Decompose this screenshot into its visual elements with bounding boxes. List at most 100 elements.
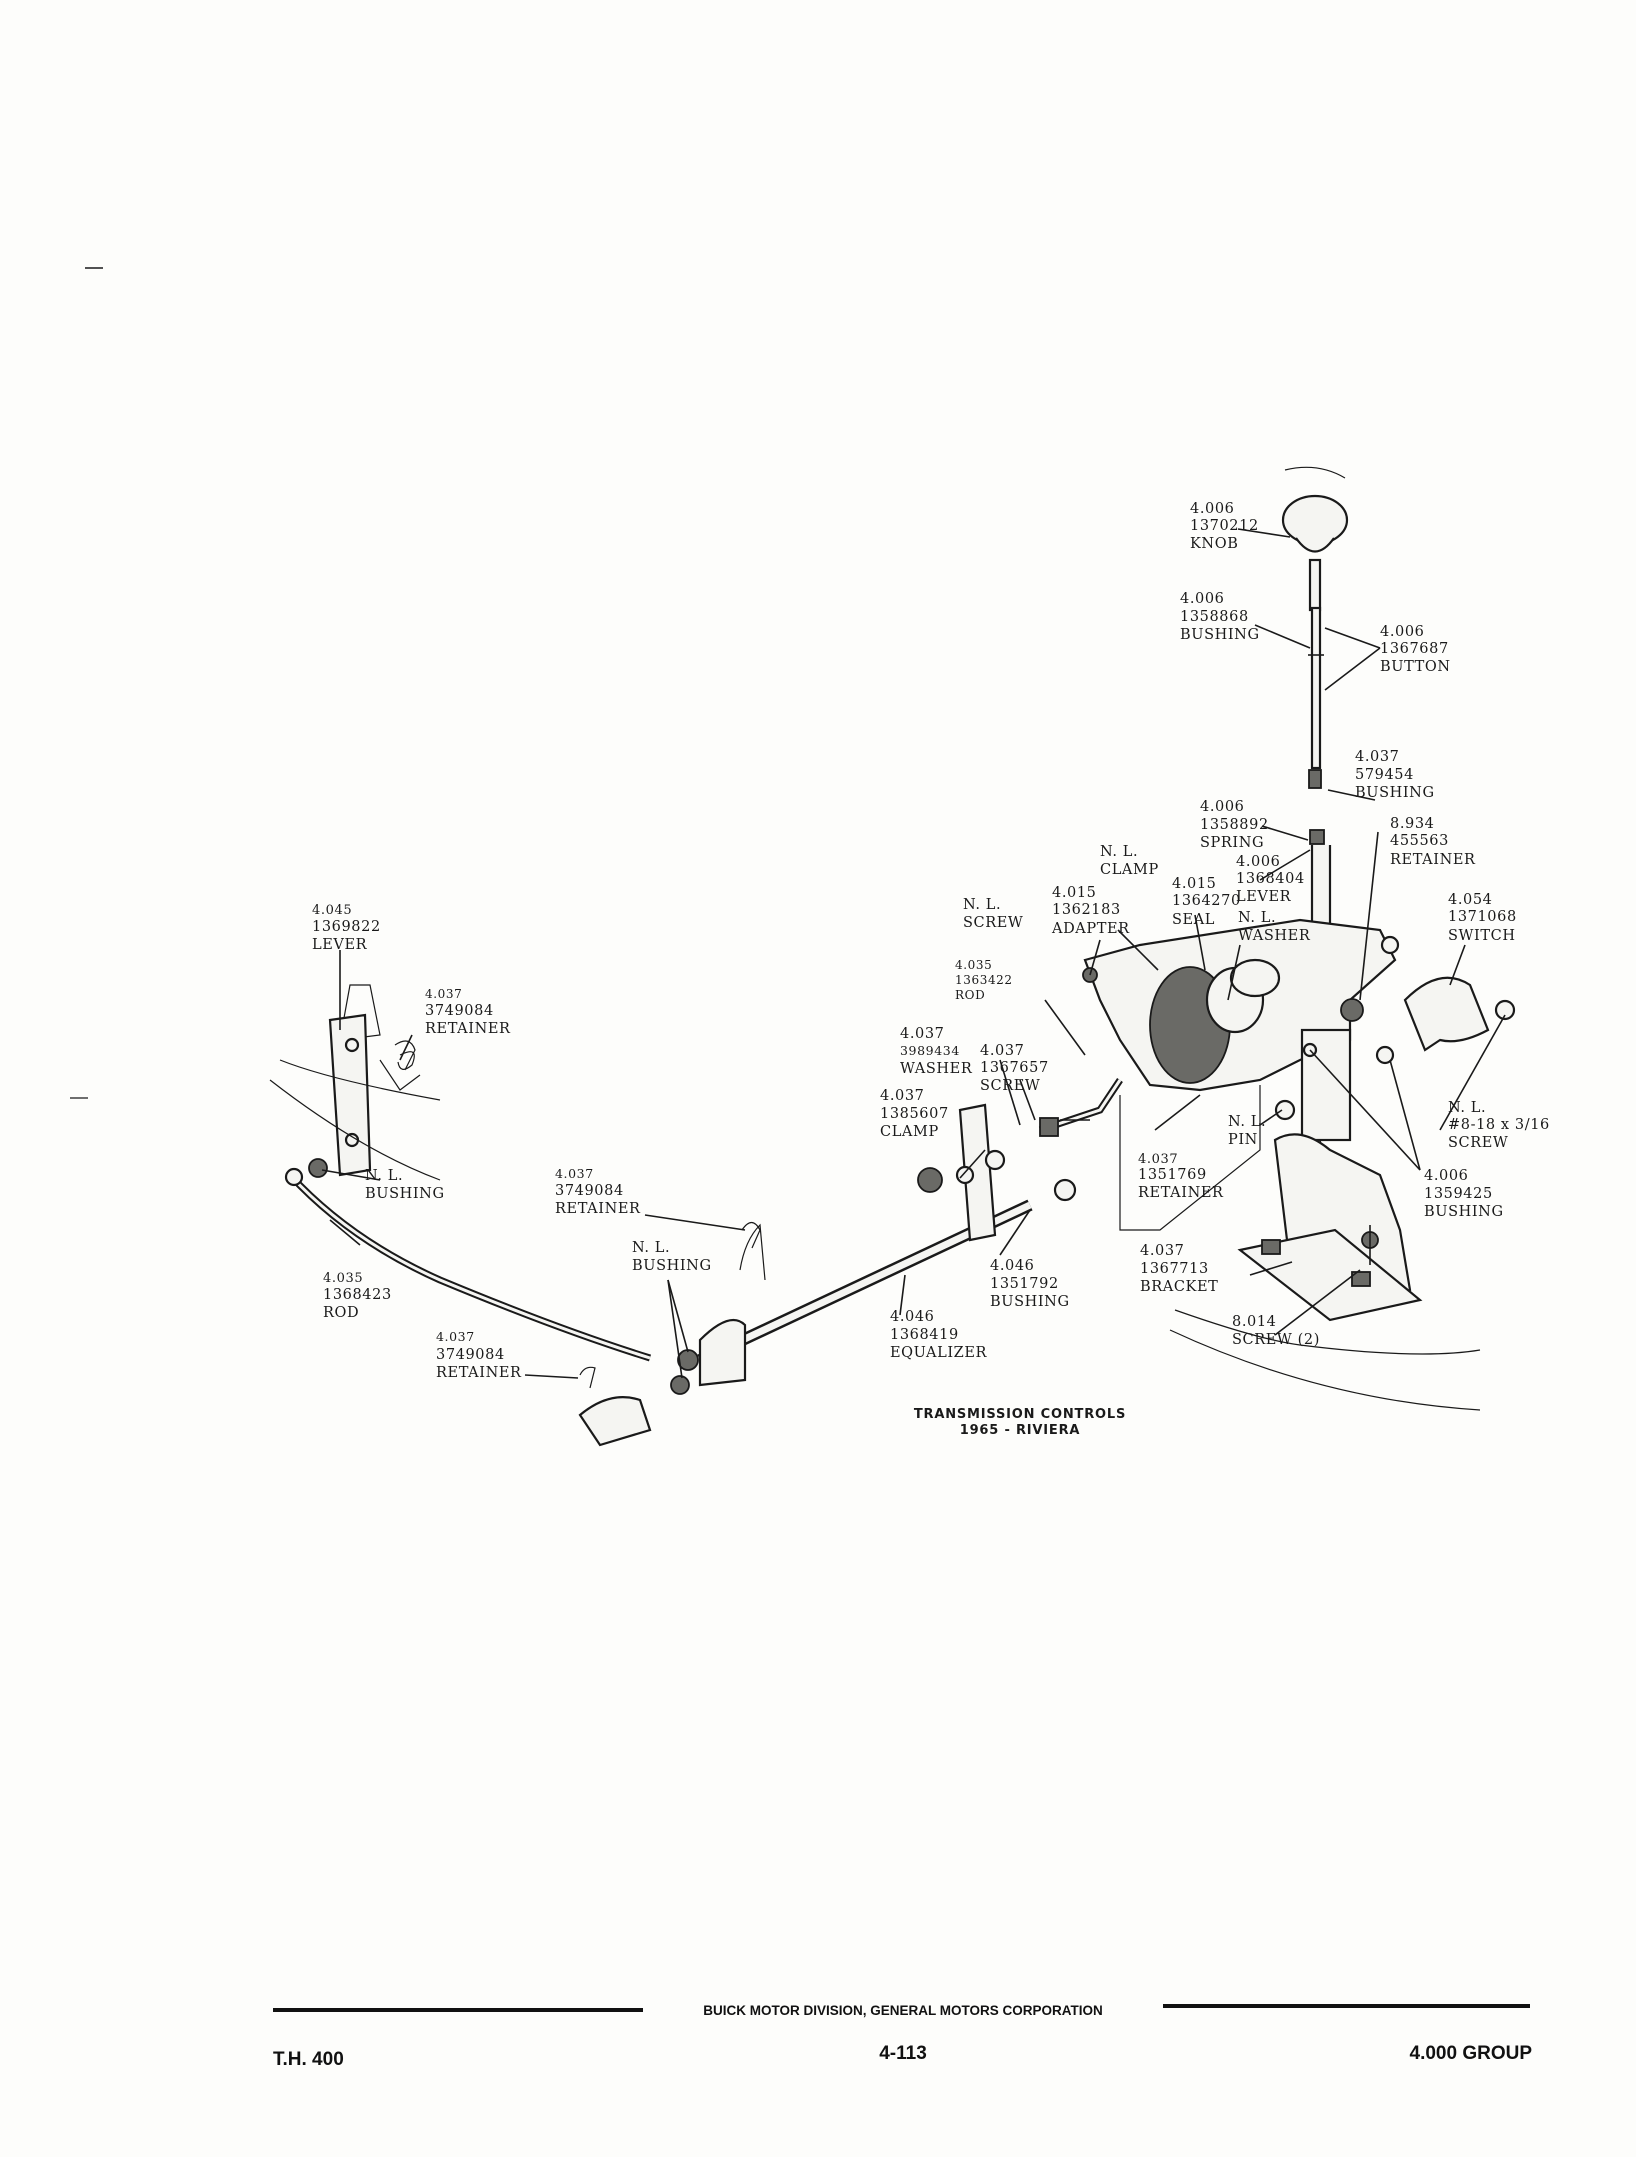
label-clamp-1385607: 4.037 1385607 CLAMP — [880, 1088, 949, 1140]
label-number: 4.015 — [1172, 876, 1217, 892]
label-part: 1359425 — [1424, 1186, 1493, 1202]
label-name: SEAL — [1172, 912, 1215, 928]
label-retainer-lower: 4.037 3749084 RETAINER — [436, 1329, 522, 1381]
label-part: 1364270 — [1172, 893, 1241, 909]
label-number: 4.045 — [312, 903, 352, 918]
label-part: 1368404 — [1236, 871, 1305, 887]
label-part: 1367657 — [980, 1060, 1049, 1076]
label-name: BUSHING — [1424, 1204, 1504, 1220]
label-name: BUSHING — [1180, 627, 1260, 643]
label-number: 4.006 — [1180, 591, 1225, 607]
label-name: SCREW — [1448, 1135, 1508, 1151]
label-bracket: 4.037 1367713 BRACKET — [1140, 1243, 1218, 1295]
label-number: 4.006 — [1424, 1168, 1469, 1184]
label-number: 4.015 — [1052, 885, 1097, 901]
label-part: 1351769 — [1138, 1167, 1207, 1183]
label-part: 3749084 — [425, 1003, 494, 1019]
label-number: N. L. — [1238, 910, 1276, 926]
label-bushing-top: 4.006 1358868 BUSHING — [1180, 591, 1260, 643]
label-rod-1363422: 4.035 1363422 ROD — [955, 958, 1012, 1002]
label-retainer-455563: 8.934 455563 RETAINER — [1390, 816, 1476, 868]
label-part: 1369822 — [312, 919, 381, 935]
lower-bracket — [578, 1396, 652, 1447]
label-part: #8-18 x 3/16 — [1448, 1117, 1550, 1133]
label-name: PIN — [1228, 1132, 1258, 1148]
label-adapter: 4.015 1362183 ADAPTER — [1051, 885, 1130, 937]
label-name: RETAINER — [555, 1201, 641, 1217]
label-part: 3989434 — [900, 1043, 960, 1058]
label-number: N. L. — [1448, 1100, 1486, 1116]
label-switch: 4.054 1371068 SWITCH — [1448, 892, 1517, 944]
label-nl-clamp: N. L. CLAMP — [1100, 844, 1159, 878]
label-number: 4.037 — [1355, 749, 1400, 765]
label-number: N. L. — [632, 1240, 670, 1256]
footer-page-number: 4-113 — [879, 2043, 927, 2064]
label-retainer-1351769: 4.037 1351769 RETAINER — [1138, 1152, 1223, 1201]
retainer-clip — [397, 1051, 415, 1070]
equalizer-shaft — [670, 1078, 1123, 1395]
label-name: EQUALIZER — [890, 1345, 988, 1361]
label-name: BUSHING — [990, 1294, 1070, 1310]
leader-lines — [321, 528, 1506, 1379]
label-name: LEVER — [312, 937, 368, 953]
label-name: BUSHING — [632, 1258, 712, 1274]
label-number: N. L. — [365, 1168, 403, 1184]
label-button: 4.006 1367687 BUTTON — [1380, 624, 1450, 675]
label-number: 4.046 — [990, 1258, 1035, 1274]
label-number: N. L. — [963, 897, 1001, 913]
label-number: 4.037 — [880, 1088, 925, 1104]
label-name: SWITCH — [1448, 928, 1516, 944]
label-part: 3749084 — [436, 1347, 505, 1363]
label-part: 1351792 — [990, 1276, 1059, 1292]
label-name: RETAINER — [1390, 852, 1476, 868]
label-name: KNOB — [1190, 536, 1238, 552]
label-part: 1371068 — [1448, 909, 1517, 925]
label-nl-pin: N. L. PIN — [1228, 1114, 1266, 1148]
label-number: 4.006 — [1190, 501, 1235, 517]
label-lever-1368404: 4.006 1368404 LEVER — [1236, 854, 1305, 905]
label-name: BUSHING — [1355, 785, 1435, 801]
label-nl-screw-8-18: N. L. #8-18 x 3/16 SCREW — [1448, 1100, 1550, 1151]
label-name: RETAINER — [436, 1365, 522, 1381]
label-number: 8.934 — [1390, 816, 1435, 832]
label-nl-bushing-mid: N. L. BUSHING — [632, 1240, 712, 1274]
label-part: 1368423 — [323, 1287, 392, 1303]
label-number: 4.037 — [980, 1043, 1025, 1059]
label-nl-washer: N. L. WASHER — [1238, 910, 1310, 944]
left-lever — [269, 984, 441, 1181]
label-part: 1367713 — [1140, 1261, 1209, 1277]
label-name: SPRING — [1200, 835, 1264, 851]
label-part: 1368419 — [890, 1327, 959, 1343]
label-number: 4.054 — [1448, 892, 1493, 908]
lever-shaft — [1310, 606, 1322, 770]
bushing-shape — [1340, 998, 1364, 1022]
label-number: 4.037 — [900, 1026, 945, 1042]
label-number: 4.006 — [1380, 624, 1425, 640]
label-number: 4.037 — [1140, 1243, 1185, 1259]
label-name: SCREW (2) — [1232, 1332, 1320, 1348]
label-washer-3989434: 4.037 3989434 WASHER — [900, 1026, 972, 1077]
label-number: 4.006 — [1236, 854, 1281, 870]
rod-1368423 — [284, 1158, 652, 1362]
label-name: SCREW — [980, 1078, 1040, 1094]
label-bushing-1359425: 4.006 1359425 BUSHING — [1424, 1168, 1504, 1220]
label-seal: 4.015 1364270 SEAL — [1172, 876, 1241, 928]
label-name: SCREW — [963, 915, 1023, 931]
label-name: ADAPTER — [1051, 921, 1130, 937]
label-number: 4.006 — [1200, 799, 1245, 815]
label-name: CLAMP — [1100, 862, 1159, 878]
label-number: 8.014 — [1232, 1314, 1277, 1330]
footer-left: T.H. 400 — [273, 2049, 344, 2070]
page-footer: BUICK MOTOR DIVISION, GENERAL MOTORS COR… — [273, 2003, 1532, 2070]
footer-right: 4.000 GROUP — [1410, 2043, 1533, 2064]
caption-line-2: 1965 - RIVIERA — [960, 1423, 1081, 1438]
label-lever-1369822: 4.045 1369822 LEVER — [312, 903, 381, 953]
label-bushing-579454: 4.037 579454 BUSHING — [1355, 749, 1435, 801]
label-part: 1385607 — [880, 1106, 949, 1122]
retainer-clip — [579, 1366, 596, 1389]
label-part: 579454 — [1355, 767, 1414, 783]
knob-shape — [1281, 494, 1349, 546]
label-name: ROD — [955, 988, 985, 1002]
bracket-assembly — [1169, 1133, 1481, 1411]
